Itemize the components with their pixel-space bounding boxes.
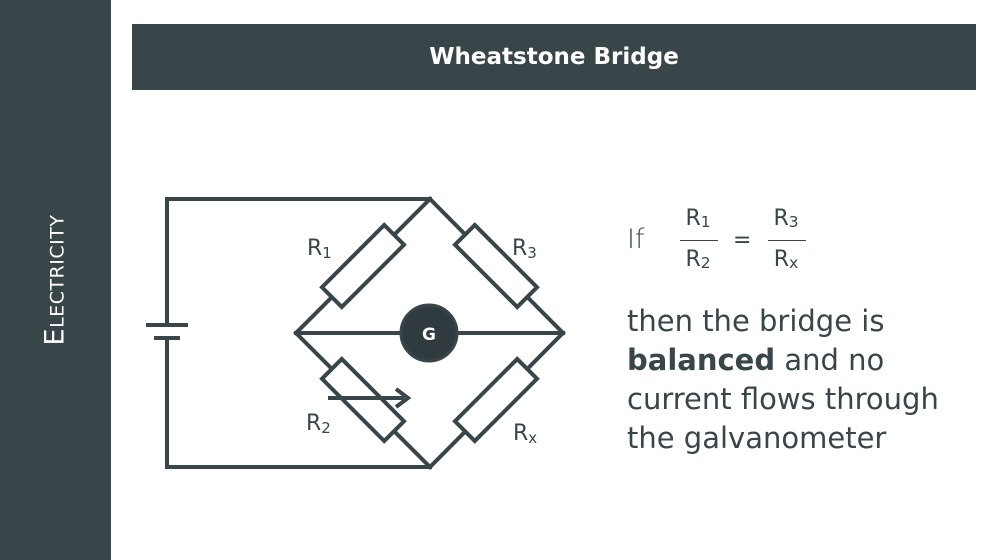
if-label: If [627, 224, 645, 255]
galvanometer-label: G [422, 325, 436, 345]
statement-after: and no current flows through the galvano… [627, 343, 939, 455]
equals-sign: = [733, 228, 752, 253]
balance-statement: then the bridge is balanced and no curre… [627, 302, 987, 458]
label-r2: R2 [306, 411, 331, 437]
title-bar: Wheatstone Bridge [132, 24, 976, 90]
fraction-right-numerator: R3 [773, 206, 799, 232]
fraction-right-bar [768, 240, 806, 241]
label-r1: R1 [307, 236, 332, 262]
wire-bottom [165, 338, 432, 469]
galvanometer [399, 303, 459, 363]
resistor-rx [452, 356, 540, 444]
variable-arrow-head [394, 387, 412, 409]
fraction-left-bar [680, 240, 718, 241]
label-rx: Rx [513, 421, 537, 447]
statement-bold: balanced [627, 343, 776, 377]
sidebar: Electricity [0, 0, 111, 560]
fraction-right-denominator: Rx [773, 247, 799, 273]
fraction-left-denominator: R2 [685, 247, 711, 273]
resistor-r3 [452, 222, 540, 310]
statement-before: then the bridge is [627, 304, 885, 338]
resistor-r1 [319, 222, 407, 310]
wire-top [165, 197, 432, 324]
label-r3: R3 [512, 236, 537, 262]
fraction-left-numerator: R1 [685, 206, 711, 232]
page-title: Wheatstone Bridge [429, 44, 679, 70]
